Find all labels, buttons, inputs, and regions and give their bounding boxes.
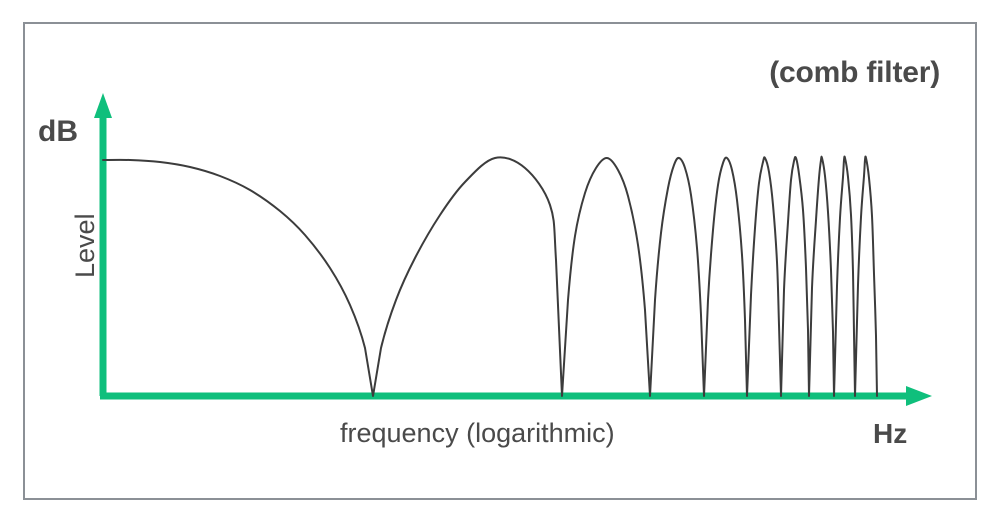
x-axis-label: frequency (logarithmic) [340, 418, 615, 448]
comb-filter-response-curve [102, 155, 878, 397]
figure-border-frame [23, 22, 977, 500]
y-axis-unit-label: dB [38, 115, 78, 148]
y-axis-up-arrow-icon [94, 93, 112, 118]
chart-title: (comb filter) [769, 56, 940, 89]
y-axis-label: Level [70, 213, 100, 278]
x-axis-right-arrow-icon [906, 386, 932, 406]
x-axis-unit-label: Hz [873, 418, 908, 449]
axis-group [94, 93, 932, 406]
